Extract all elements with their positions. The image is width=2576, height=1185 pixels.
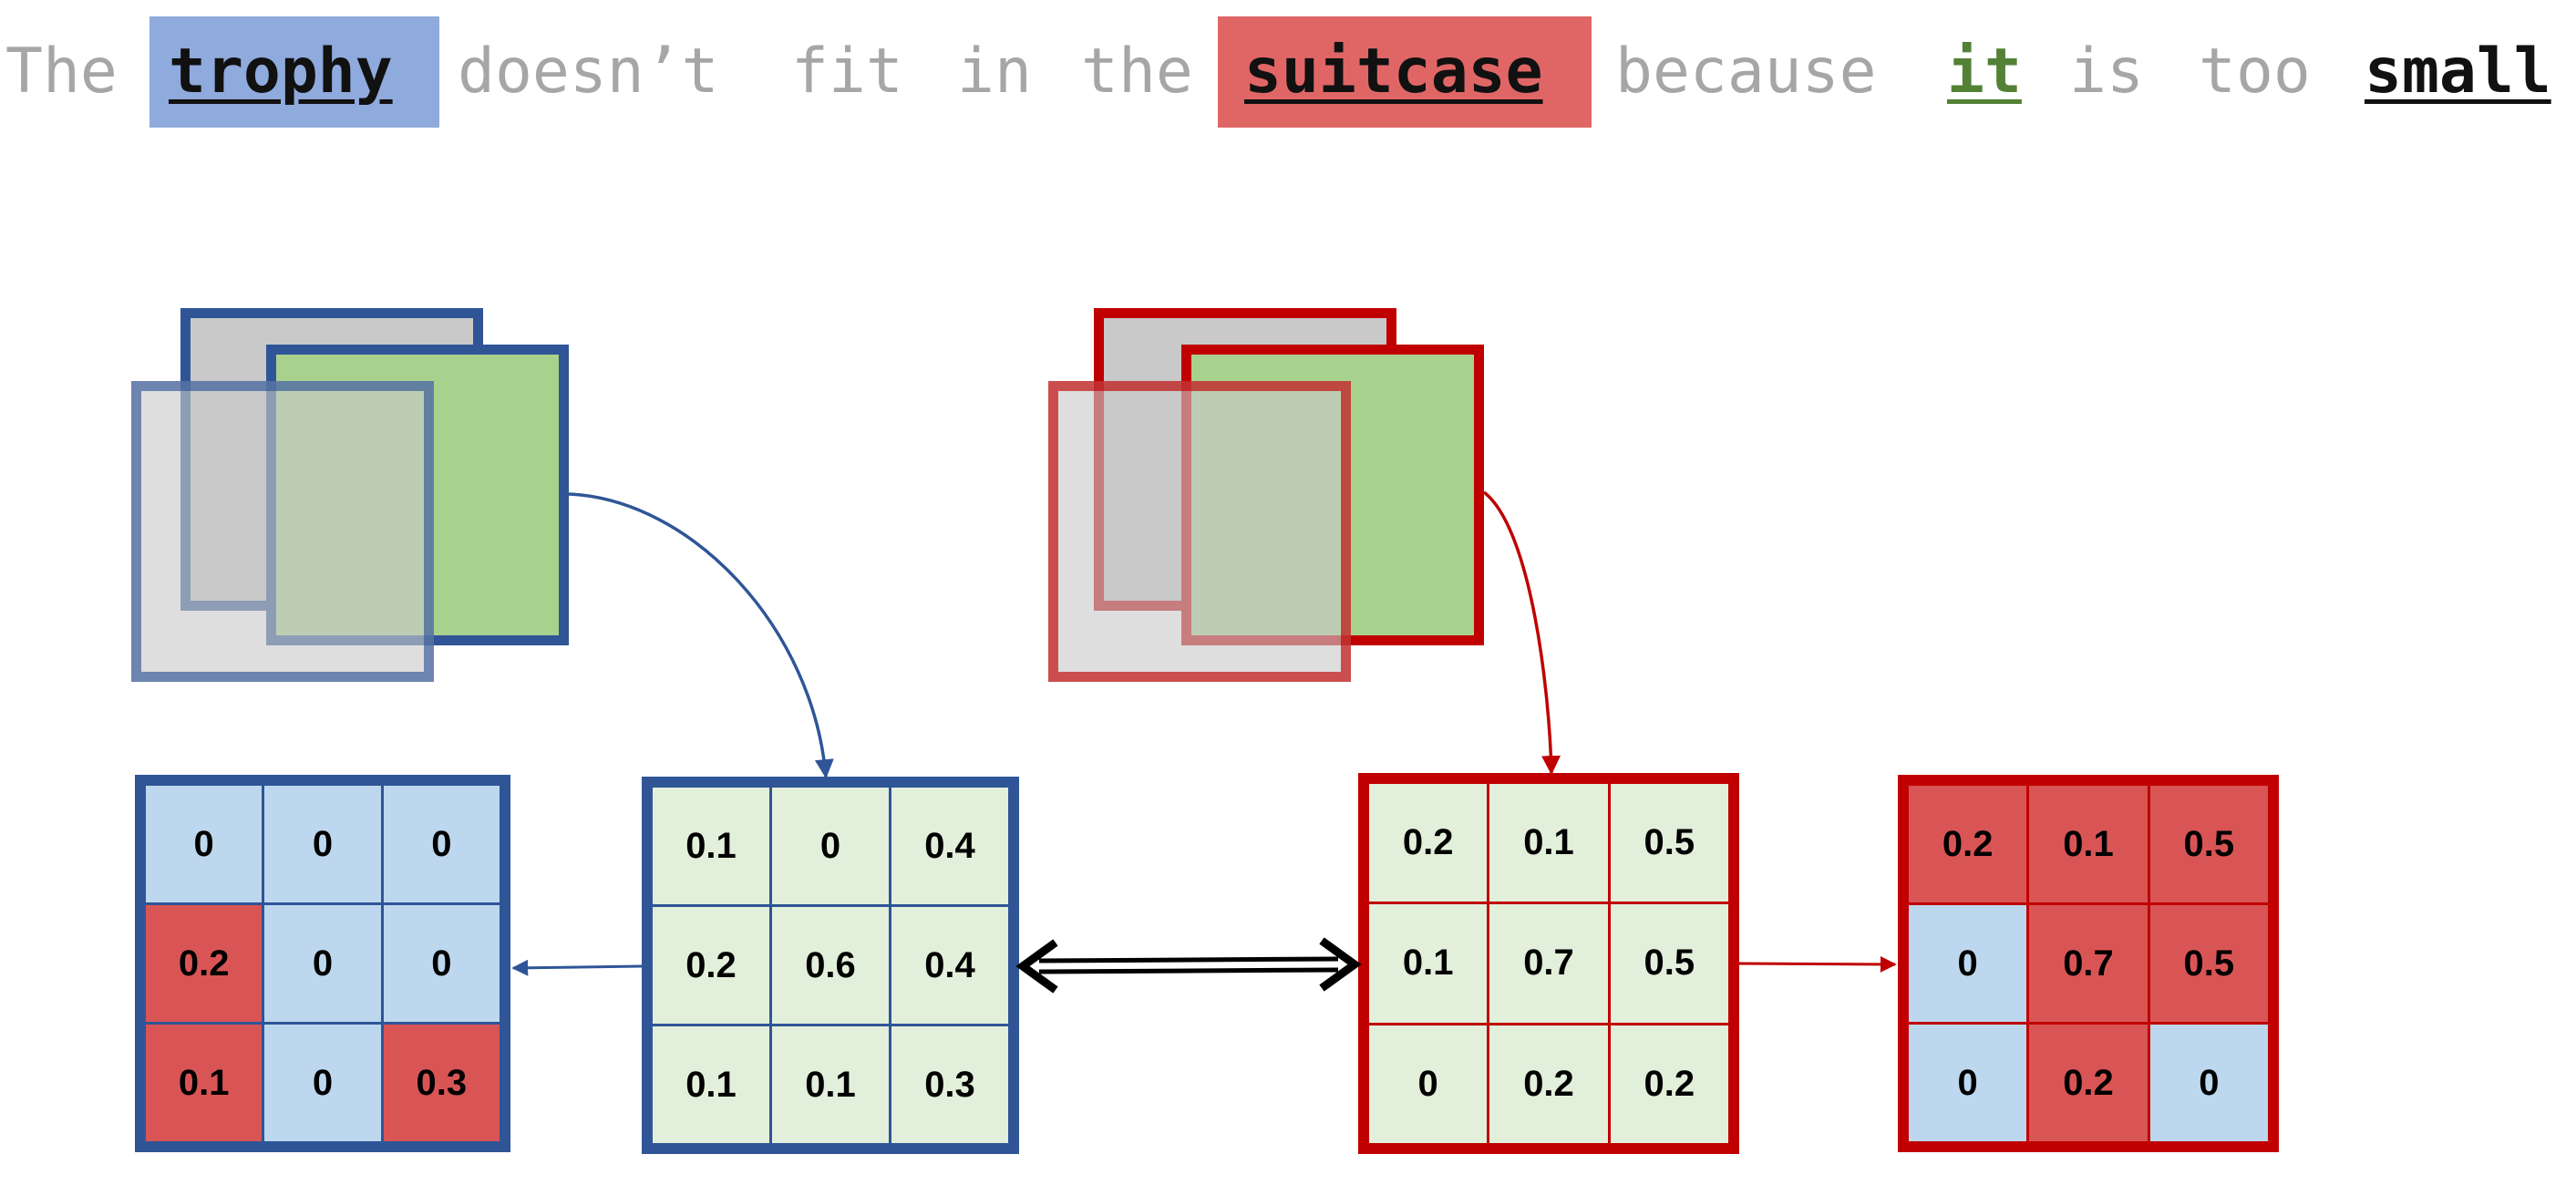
matrix-cell: 0 <box>2149 1025 2268 1141</box>
matrix-cell: 0 <box>383 786 500 902</box>
matrix-cell: 0 <box>146 786 263 902</box>
matrix-cell: 0.3 <box>383 1025 500 1141</box>
matrix-cell: 0.7 <box>2029 905 2148 1022</box>
matrix-cell: 0.1 <box>1489 784 1608 902</box>
word-the-2: the <box>1081 36 1193 108</box>
matrix-cell: 0.5 <box>2149 786 2268 902</box>
matrix-cell: 0.1 <box>653 788 769 904</box>
word-small: small <box>2365 36 2551 108</box>
matrix-cell: 0.1 <box>653 1026 769 1143</box>
matrix-cell: 0.5 <box>1610 784 1728 902</box>
matrix-cell: 0 <box>772 788 889 904</box>
word-doesnt: doesn’t <box>458 36 719 108</box>
suitcase-attention-to-mask-arrow <box>1738 955 1897 973</box>
matrix-cell: 0 <box>1909 1025 2027 1141</box>
word-the: The <box>5 36 118 108</box>
matrix-cell: 0 <box>383 905 500 1022</box>
matrix-cell: 0.5 <box>2149 905 2268 1022</box>
matrix-cell: 0.2 <box>146 905 263 1022</box>
matrix-cell: 0.1 <box>1369 904 1488 1023</box>
suitcase-to-attention-arrow <box>1482 490 1561 776</box>
word-too: too <box>2199 36 2311 108</box>
word-trophy-highlight <box>149 16 439 128</box>
trophy-attention-to-mask-arrow <box>511 959 643 976</box>
matrix-cell: 0.6 <box>772 907 889 1024</box>
matrix-cell: 0.2 <box>1369 784 1488 902</box>
matrix-cell: 0.7 <box>1489 904 1608 1023</box>
matrix-cell: 0.2 <box>653 907 769 1024</box>
word-because: because <box>1615 36 1877 108</box>
trophy-attention-matrix: 0.1 0 0.4 0.2 0.6 0.4 0.1 0.1 0.3 <box>642 777 1019 1154</box>
word-in: in <box>957 36 1032 108</box>
word-fit: fit <box>791 36 903 108</box>
matrix-cell: 0 <box>1909 905 2027 1022</box>
matrix-cell: 0.1 <box>146 1025 263 1141</box>
word-it: it <box>1947 36 2022 108</box>
matrix-cell: 0.2 <box>1610 1025 1728 1143</box>
matrix-cell: 0.2 <box>1489 1025 1608 1143</box>
matrix-cell: 0.1 <box>2029 786 2148 902</box>
matrix-cell: 0.3 <box>891 1026 1008 1143</box>
suitcase-layer-front <box>1048 381 1351 682</box>
matrix-cell: 0.2 <box>2029 1025 2148 1141</box>
matrix-cell: 0 <box>1369 1025 1488 1143</box>
suitcase-attention-matrix: 0.2 0.1 0.5 0.1 0.7 0.5 0 0.2 0.2 <box>1358 773 1739 1154</box>
word-suitcase-highlight <box>1218 16 1592 128</box>
trophy-to-attention-arrow <box>568 492 834 779</box>
trophy-mask-matrix: 0 0 0 0.2 0 0 0.1 0 0.3 <box>135 775 510 1152</box>
suitcase-mask-matrix: 0.2 0.1 0.5 0 0.7 0.5 0 0.2 0 <box>1898 775 2279 1152</box>
matrix-cell: 0 <box>264 1025 381 1141</box>
word-is: is <box>2069 36 2144 108</box>
matrix-cell: 0 <box>264 905 381 1022</box>
matrix-cell: 0 <box>264 786 381 902</box>
matrix-cell: 0.5 <box>1610 904 1728 1023</box>
matrix-cell: 0.1 <box>772 1026 889 1143</box>
word-trophy: trophy <box>169 36 393 108</box>
compare-double-arrow <box>1015 937 1362 994</box>
matrix-cell: 0.4 <box>891 907 1008 1024</box>
matrix-cell: 0.4 <box>891 788 1008 904</box>
matrix-cell: 0.2 <box>1909 786 2027 902</box>
trophy-layer-front <box>131 381 434 682</box>
word-suitcase: suitcase <box>1244 36 1543 108</box>
